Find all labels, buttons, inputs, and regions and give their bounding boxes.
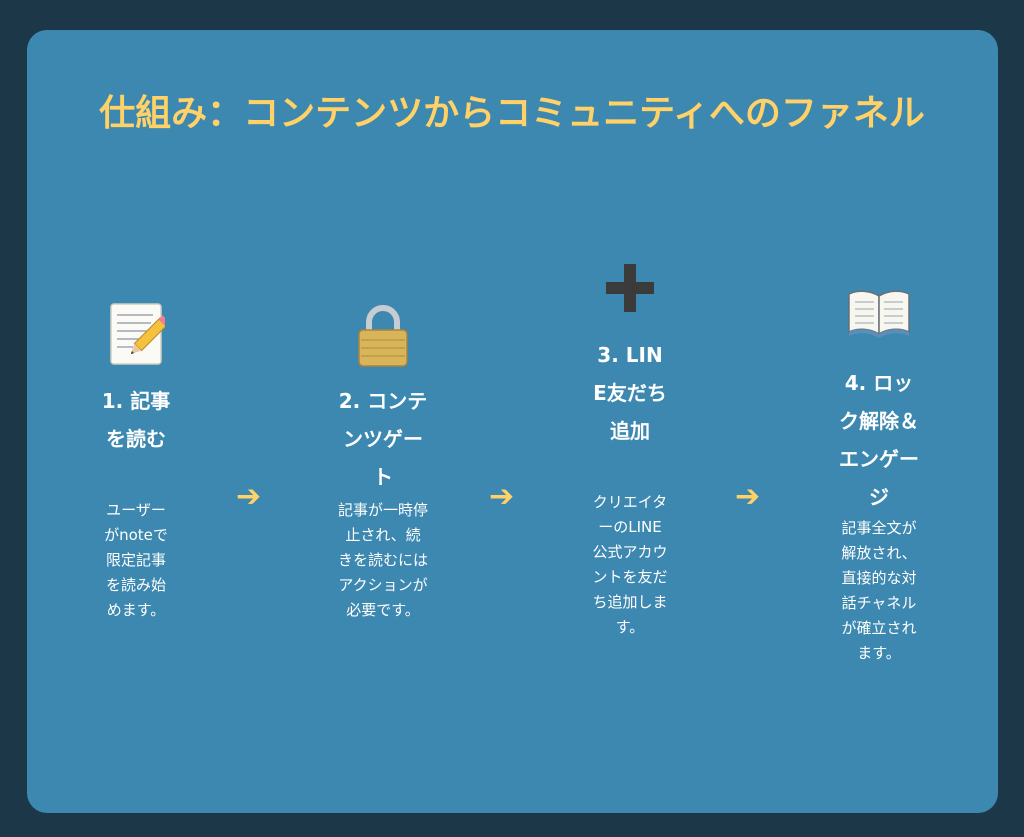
page-title: 仕組み：コンテンツからコミュニティへのファネル: [99, 93, 925, 134]
arrow-icon: ➔: [236, 479, 262, 514]
step-2-description: 記事が一時停止され、続きを読むにはアクションが必要です。: [338, 501, 429, 619]
step-1-description: ユーザーがnoteで限定記事を読み始めます。: [104, 501, 168, 619]
step-2: 2. コンテンツゲート 記事が一時停止され、続きを読むにはアクションが必要です。: [338, 296, 428, 696]
arrow-icon: ➔: [735, 479, 761, 514]
step-3: 3. LINE友だち追加 クリエイターのLINE公式アカウントを友だち追加します…: [592, 260, 668, 740]
step-3-title: 3. LINE友だち追加: [593, 343, 667, 443]
step-2-title: 2. コンテンツゲート: [338, 389, 428, 489]
step-4-description: 記事全文が解放され、直接的な対話チャネルが確立されます。: [841, 519, 917, 662]
step-1: 1. 記事を読む ユーザーがnoteで限定記事を読み始めます。: [100, 296, 172, 696]
step-4-title: 4. ロック解除＆エンゲージ: [839, 371, 919, 509]
memo-icon: [107, 302, 170, 366]
lock-icon: [353, 302, 413, 368]
step-4: 4. ロック解除＆エンゲージ 記事全文が解放され、直接的な対話チャネルが確立され…: [836, 284, 922, 724]
open-book-icon: [847, 288, 911, 338]
step-3-description: クリエイターのLINE公式アカウントを友だち追加します。: [592, 493, 668, 636]
funnel-card: [27, 30, 998, 813]
arrow-icon: ➔: [489, 479, 515, 514]
plus-icon: [604, 262, 656, 314]
step-1-title: 1. 記事を読む: [101, 389, 171, 451]
